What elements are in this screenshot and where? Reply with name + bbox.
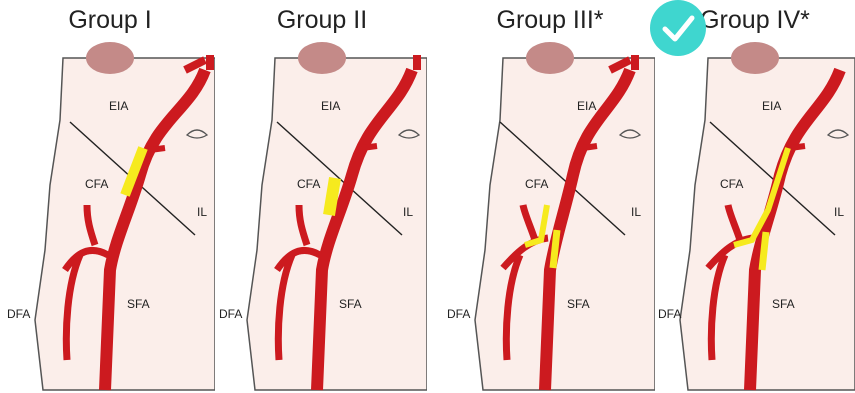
label-il: IL [834,205,844,219]
label-cfa: CFA [297,177,320,191]
label-eia: EIA [762,99,781,113]
bladder-shape [298,42,346,74]
panel-group-2: EIA CFA IL SFA DFA Group II [217,0,427,393]
label-sfa: SFA [567,297,590,311]
panel-title: Group I [5,6,215,35]
panel-group-1: EIA CFA IL SFA DFA Group I [5,0,215,393]
bladder-shape [526,42,574,74]
highlight-segment-sfa [762,232,766,270]
anatomy-diagram-4: EIA CFA IL SFA DFA [650,0,855,393]
label-sfa: SFA [127,297,150,311]
label-eia: EIA [321,99,340,113]
panel-group-3: EIA CFA IL SFA DFA Group III* [445,0,655,393]
label-dfa: DFA [658,307,681,321]
label-dfa: DFA [7,307,30,321]
label-cfa: CFA [85,177,108,191]
label-cfa: CFA [720,177,743,191]
label-eia: EIA [577,99,596,113]
label-eia: EIA [109,99,128,113]
bladder-shape [731,42,779,74]
panel-title: Group III* [445,6,655,35]
label-cfa: CFA [525,177,548,191]
small-branch [583,146,597,148]
anatomy-diagram-2: EIA CFA IL SFA DFA [217,0,427,393]
label-il: IL [631,205,641,219]
label-sfa: SFA [339,297,362,311]
small-branch [790,146,805,148]
label-sfa: SFA [772,297,795,311]
label-il: IL [197,205,207,219]
panel-title: Group II [217,6,427,35]
anatomy-diagram-3: EIA CFA IL SFA DFA [445,0,655,393]
small-branch [362,146,377,148]
label-dfa: DFA [219,307,242,321]
label-il: IL [403,205,413,219]
small-branch [150,148,165,150]
highlight-segment-sfa [553,230,557,268]
label-dfa: DFA [447,307,470,321]
anatomy-diagram-1: EIA CFA IL SFA DFA [5,0,215,393]
panel-group-4: EIA CFA IL SFA DFA Group IV* [650,0,855,393]
bladder-shape [86,42,134,74]
check-icon [650,0,706,56]
highlight-segment [329,178,335,215]
